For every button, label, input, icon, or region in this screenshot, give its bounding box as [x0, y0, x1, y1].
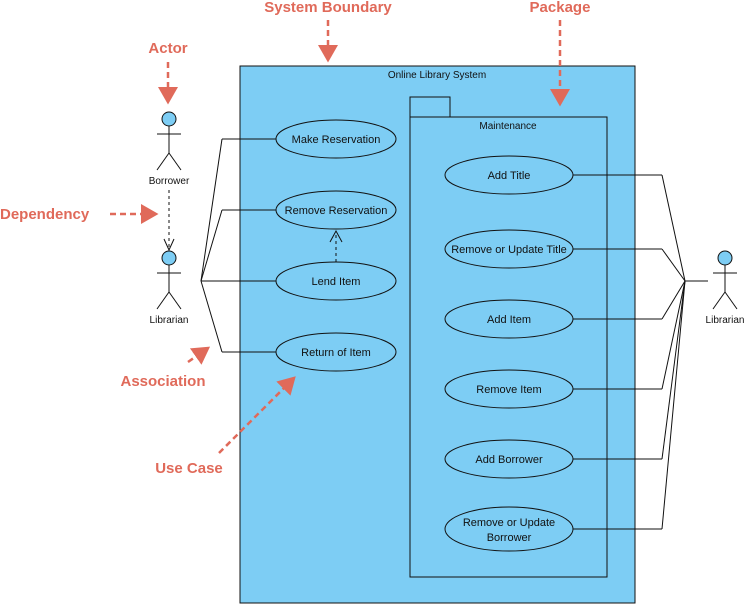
use-case-label: Lend Item [312, 276, 361, 288]
use-case-label: Remove Reservation [285, 205, 388, 217]
use-case-label-line2: Borrower [487, 532, 532, 544]
use-case-lend-item[interactable]: Lend Item [275, 261, 397, 301]
annotation-actor: Actor [148, 40, 188, 105]
use-case-remove-reservation[interactable]: Remove Reservation [275, 190, 397, 230]
use-case-label: Add Item [487, 314, 531, 326]
annotation-label: Dependency [0, 206, 90, 223]
system-title: Online Library System [388, 70, 486, 81]
use-case-label: Add Title [488, 170, 531, 182]
actor-label: Librarian [150, 315, 189, 326]
use-case-label: Add Borrower [475, 454, 543, 466]
use-case-make-reservation[interactable]: Make Reservation [275, 119, 397, 159]
association-lines-right [573, 174, 708, 530]
annotation-label: System Boundary [264, 0, 392, 16]
use-case-add-borrower[interactable]: Add Borrower [444, 439, 574, 479]
use-case-add-item[interactable]: Add Item [444, 299, 574, 339]
annotation-label: Use Case [155, 460, 223, 477]
annotation-label: Association [120, 373, 205, 390]
use-case-remove-item[interactable]: Remove Item [444, 369, 574, 409]
use-case-return-item[interactable]: Return of Item [275, 332, 397, 372]
use-case-label: Return of Item [301, 347, 371, 359]
use-case-remove-update-borrower[interactable]: Remove or Update Borrower [444, 506, 574, 552]
actor-label: Librarian [706, 315, 745, 326]
actor-borrower[interactable]: Borrower [149, 111, 190, 187]
use-case-label-line1: Remove or Update [463, 517, 555, 529]
annotation-package: Package [530, 0, 591, 107]
association-lines-left [200, 138, 277, 353]
package-title: Maintenance [479, 121, 537, 132]
annotation-system-boundary: System Boundary [264, 0, 392, 63]
use-case-label: Remove or Update Title [451, 244, 567, 256]
annotation-association: Association [120, 346, 211, 390]
use-case-label: Make Reservation [292, 134, 381, 146]
actor-librarian-right[interactable]: Librarian [706, 250, 745, 326]
actor-librarian-left[interactable]: Librarian [150, 250, 189, 326]
annotation-label: Package [530, 0, 591, 16]
use-case-label: Remove Item [476, 384, 541, 396]
annotation-label: Actor [148, 40, 187, 57]
package-tab [409, 96, 451, 118]
use-case-remove-update-title[interactable]: Remove or Update Title [444, 229, 574, 269]
annotation-use-case: Use Case [155, 376, 296, 477]
dependency-lend-to-remove [329, 229, 343, 262]
use-case-add-title[interactable]: Add Title [444, 155, 574, 195]
annotation-dependency: Dependency [0, 204, 159, 224]
actor-label: Borrower [149, 176, 190, 187]
dependency-actor [163, 190, 175, 252]
